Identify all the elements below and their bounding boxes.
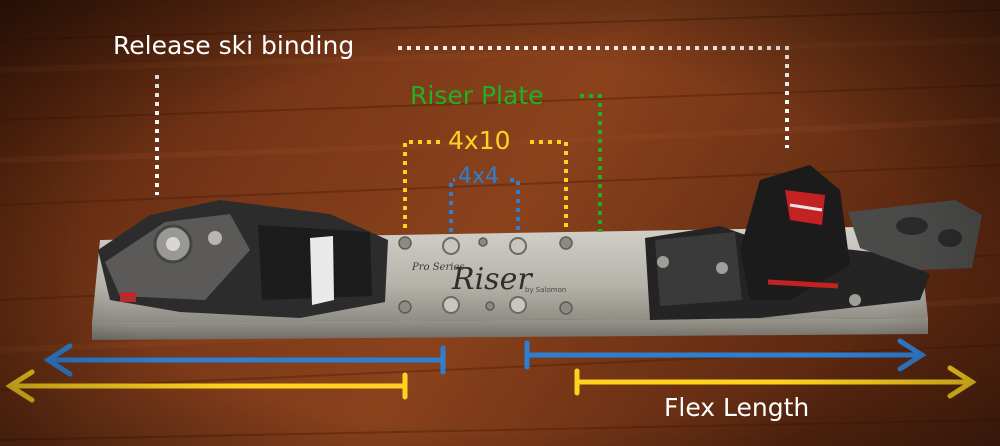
plate-title-text: Riser xyxy=(452,262,532,297)
flex-length-label: Flex Length xyxy=(664,393,810,422)
plate-brand-text: Pro Series xyxy=(412,262,465,273)
plate-subtitle-text: by Salomon xyxy=(525,286,567,294)
release-ski-binding-label: Release ski binding xyxy=(113,31,355,60)
screw-4x10-label: 4x10 xyxy=(448,126,511,155)
screw-4x4-label: 4x4 xyxy=(458,164,500,189)
riser-plate-label: Riser Plate xyxy=(410,81,544,110)
